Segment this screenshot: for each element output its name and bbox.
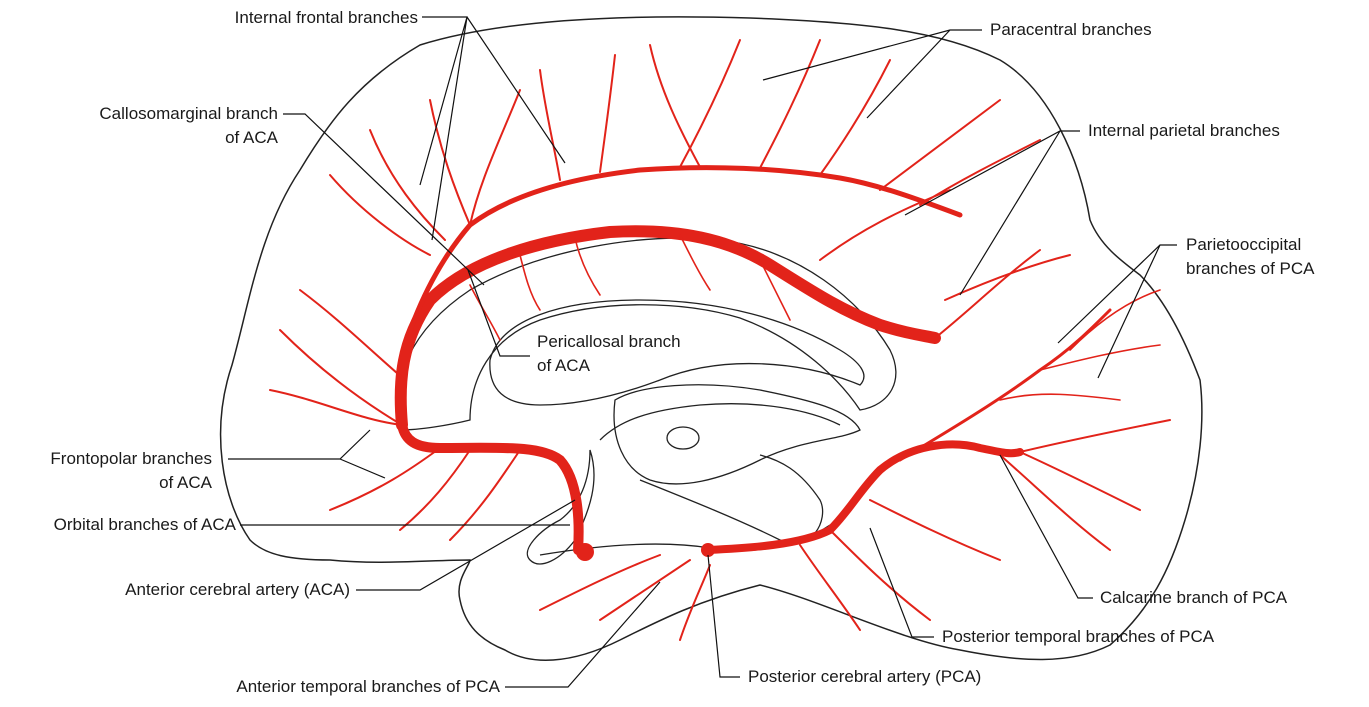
label-anterior-temporal: Anterior temporal branches of PCA bbox=[236, 677, 500, 696]
label-pca: Posterior cerebral artery (PCA) bbox=[748, 667, 981, 686]
posterior-cerebral-artery-trunk bbox=[708, 444, 1020, 550]
leader-frontopolar bbox=[228, 430, 385, 478]
leader-callosomarginal bbox=[283, 114, 484, 285]
aca-origin bbox=[576, 543, 594, 561]
leader-calcarine bbox=[1000, 455, 1093, 598]
leader-aca bbox=[356, 500, 575, 590]
internal-parietal-branches-art bbox=[820, 100, 1070, 338]
labels: Internal frontal branches Paracentral br… bbox=[50, 8, 1315, 696]
label-calcarine: Calcarine branch of PCA bbox=[1100, 588, 1288, 607]
label-orbital: Orbital branches of ACA bbox=[54, 515, 237, 534]
frontopolar-orbital-branches bbox=[270, 290, 520, 540]
parietooccipital-twigs bbox=[1000, 290, 1160, 400]
lateral-ventricle-outline bbox=[490, 300, 864, 405]
brain-outline bbox=[221, 17, 1202, 660]
anterior-temporal-branches-art bbox=[540, 555, 710, 640]
thalamus-outline bbox=[614, 385, 860, 484]
label-parietooccipital-1: Parietooccipital bbox=[1186, 235, 1301, 254]
label-frontopolar-1: Frontopolar branches bbox=[50, 449, 212, 468]
artery-tree bbox=[270, 40, 1170, 640]
leader-posterior-temporal bbox=[870, 528, 934, 637]
label-paracentral: Paracentral branches bbox=[990, 20, 1152, 39]
leader-paracentral bbox=[763, 30, 982, 118]
pericallosal-artery bbox=[401, 231, 935, 425]
calcarine-branches-art bbox=[1000, 420, 1170, 550]
paracentral-branches-art bbox=[650, 40, 890, 175]
leader-lines bbox=[228, 17, 1177, 687]
interthalamic-adhesion bbox=[667, 427, 699, 449]
anterior-cerebral-artery-trunk bbox=[402, 425, 579, 550]
label-pericallosal-1: Pericallosal branch bbox=[537, 332, 681, 351]
label-frontopolar-2: of ACA bbox=[159, 473, 213, 492]
leader-internal-frontal bbox=[420, 17, 565, 240]
label-callosomarginal-2: of ACA bbox=[225, 128, 279, 147]
fornix-outline bbox=[600, 404, 840, 440]
leader-internal-parietal bbox=[905, 131, 1080, 295]
midbrain-outline bbox=[640, 455, 823, 544]
label-posterior-temporal: Posterior temporal branches of PCA bbox=[942, 627, 1215, 646]
label-callosomarginal-1: Callosomarginal branch bbox=[99, 104, 278, 123]
posterior-temporal-branches-art bbox=[800, 500, 1000, 630]
label-internal-frontal: Internal frontal branches bbox=[235, 8, 418, 27]
label-internal-parietal: Internal parietal branches bbox=[1088, 121, 1280, 140]
leader-anterior-temporal bbox=[505, 582, 660, 687]
label-pericallosal-2: of ACA bbox=[537, 356, 591, 375]
leader-pericallosal bbox=[468, 270, 530, 356]
label-aca: Anterior cerebral artery (ACA) bbox=[125, 580, 350, 599]
leader-pca bbox=[708, 555, 740, 677]
label-parietooccipital-2: branches of PCA bbox=[1186, 259, 1315, 278]
